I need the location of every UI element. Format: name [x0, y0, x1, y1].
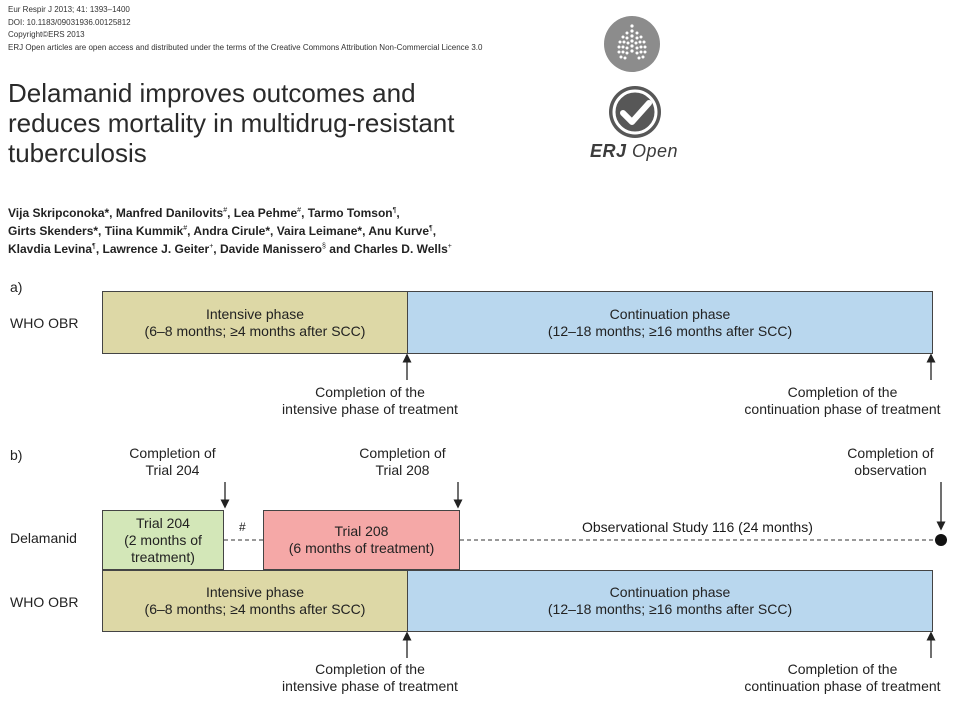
author: Girts Skenders*	[8, 224, 99, 238]
author: Tiina Kummik#	[104, 224, 188, 238]
author: Charles D. Wells+	[353, 242, 452, 256]
panel-b-continuation-caption: Completion of the continuation phase of …	[744, 661, 941, 694]
trial-204-box: Trial 204 (2 months of treatment)	[102, 510, 224, 570]
author: Vaira Leimane*	[276, 224, 363, 238]
title-line-3: tuberculosis	[8, 138, 147, 168]
panel-b-label: b)	[10, 447, 23, 463]
observation-completion-caption: Completion of observation	[847, 445, 934, 478]
author: Vija Skripconoka*	[8, 206, 110, 220]
panel-a-continuation-caption: Completion of the continuation phase of …	[744, 384, 941, 417]
author: Tarmo Tomson¶	[307, 206, 397, 220]
author: Davide Manissero§	[219, 242, 326, 256]
delamanid-row-label: Delamanid	[10, 530, 77, 546]
panel-a-continuation-phase-box: Continuation phase (12–18 months; ≥16 mo…	[407, 291, 933, 354]
trial-204-completion-caption: Completion of Trial 204	[129, 445, 216, 478]
open-access-check-icon	[609, 86, 661, 138]
author: Klavdia Levina¶	[8, 242, 96, 256]
citation-journal: Eur Respir J 2013; 41: 1393–1400	[8, 5, 130, 14]
observation-end-dot	[935, 534, 947, 546]
title-line-1: Delamanid improves outcomes and	[8, 78, 416, 108]
citation-copyright: Copyright©ERS 2013	[8, 30, 85, 39]
author-list: Vija Skripconoka*, Manfred Danilovits#, …	[8, 206, 452, 256]
trial-208-completion-caption: Completion of Trial 208	[359, 445, 446, 478]
gap-hash-label: #	[239, 520, 246, 534]
erj-open-logo: ERJ Open	[590, 141, 679, 161]
panel-b-intensive-phase-box: Intensive phase (6–8 months; ≥4 months a…	[102, 570, 408, 632]
panel-a-label: a)	[10, 279, 23, 295]
author: Lea Pehme#	[233, 206, 302, 220]
article-title: Delamanid improves outcomes and reduces …	[8, 78, 528, 168]
author: Andra Cirule*	[193, 224, 271, 238]
citation-licence: ERJ Open articles are open access and di…	[8, 43, 483, 52]
panel-b-who-obr-label: WHO OBR	[10, 594, 79, 610]
panel-b-continuation-phase-box: Continuation phase (12–18 months; ≥16 mo…	[407, 570, 933, 632]
panel-b-intensive-caption: Completion of the intensive phase of tre…	[282, 661, 458, 694]
citation-doi: DOI: 10.1183/09031936.00125812	[8, 18, 131, 27]
panel-a-row-label: WHO OBR	[10, 315, 79, 331]
trial-208-box: Trial 208 (6 months of treatment)	[263, 510, 460, 570]
author: Anu Kurve¶	[368, 224, 433, 238]
observational-study-label: Observational Study 116 (24 months)	[580, 519, 815, 535]
panel-a-intensive-caption: Completion of the intensive phase of tre…	[282, 384, 458, 417]
ers-lungs-logo-icon	[604, 16, 660, 72]
title-line-2: reduces mortality in multidrug-resistant	[8, 108, 455, 138]
author: Lawrence J. Geiter+	[102, 242, 214, 256]
panel-a-intensive-phase-box: Intensive phase (6–8 months; ≥4 months a…	[102, 291, 408, 354]
author: Manfred Danilovits#	[115, 206, 228, 220]
